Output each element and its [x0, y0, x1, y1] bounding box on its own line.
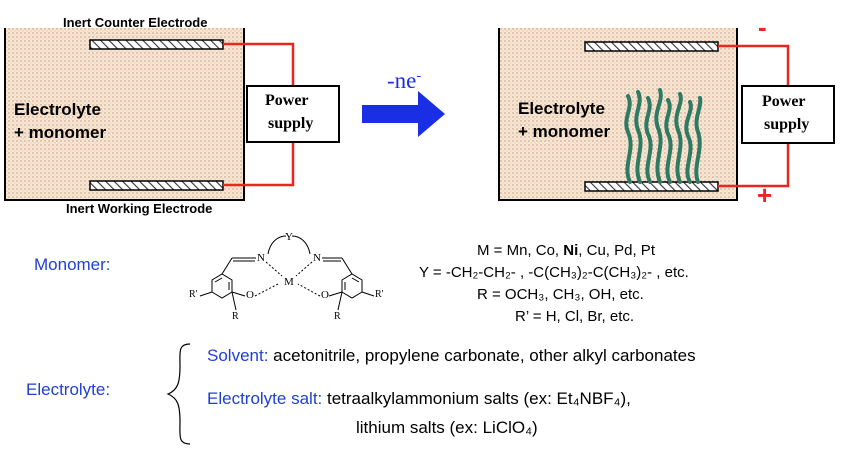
working-electrode-label: Inert Working Electrode	[66, 201, 213, 216]
right-solution-line1: Electrolyte	[518, 99, 605, 118]
m-definition: M = Mn, Co, Ni, Cu, Pd, Pt	[477, 242, 655, 259]
left-cell	[4, 28, 340, 201]
arrow-label: -ne-	[387, 68, 421, 94]
r-prime-right-label: R'	[375, 289, 384, 300]
monomer-heading: Monomer:	[34, 255, 111, 274]
salt-line: Electrolyte salt: tetraalkylammonium sal…	[207, 389, 631, 409]
right-cell	[498, 28, 835, 201]
r-definition: R = OCH₃, CH₃, OH, etc.	[477, 286, 644, 303]
m-definition-bold: Ni	[563, 242, 579, 259]
left-counter-electrode	[89, 39, 224, 50]
arrow-label-text: -ne	[387, 68, 417, 93]
right-wire-top	[718, 44, 790, 86]
solvent-label: Solvent:	[207, 346, 269, 365]
polymer-film	[624, 88, 703, 184]
rprime-definition: R’ = H, Cl, Br, etc.	[515, 308, 635, 325]
bridge-y-label: Y	[285, 231, 293, 243]
right-power-line2: supply	[764, 116, 810, 133]
plus-sign: +	[757, 180, 773, 210]
reaction-arrow	[362, 91, 445, 137]
nitrogen-right-label: N	[313, 252, 321, 264]
left-power-supply	[246, 85, 340, 143]
y-definition: Y = -CH₂-CH₂- , -C(CH₃)₂-C(CH₃)₂- , etc.	[419, 264, 689, 281]
left-power-line1: Power	[265, 92, 309, 109]
right-power-supply	[741, 85, 835, 144]
salt-line2: lithium salts (ex: LiClO₄)	[356, 418, 538, 437]
r-prime-left-label: R'	[189, 289, 198, 300]
left-solution	[5, 28, 244, 200]
right-counter-electrode	[584, 41, 719, 52]
solvent-line: Solvent: acetonitrile, propylene carbona…	[207, 346, 696, 366]
left-wire-top	[223, 42, 295, 86]
electrolyte-heading: Electrolyte:	[26, 380, 111, 399]
right-solution-line2: + monomer	[518, 122, 611, 141]
counter-electrode-label: Inert Counter Electrode	[63, 15, 208, 30]
left-wire-bottom	[223, 142, 295, 187]
m-definition-a: M = Mn, Co,	[477, 242, 564, 259]
oxygen-left-label: O	[246, 289, 254, 301]
solvent-value: acetonitrile, propylene carbonate, other…	[268, 346, 696, 365]
left-working-electrode	[89, 180, 224, 191]
right-power-line1: Power	[762, 93, 806, 110]
m-definition-b: , Cu, Pd, Pt	[578, 242, 655, 259]
left-beaker	[4, 28, 245, 201]
monomer-structure	[199, 235, 375, 311]
r-left-label: R	[232, 311, 239, 322]
salt-value-line1: tetraalkylammonium salts (ex: Et₄NBF₄),	[322, 389, 631, 408]
left-power-line2: supply	[268, 115, 314, 132]
arrow-label-sup: -	[416, 68, 422, 84]
left-solution-line1: Electrolyte	[14, 100, 101, 119]
r-right-label: R	[334, 311, 341, 322]
arrow-shape	[362, 91, 445, 137]
minus-sign: -	[758, 12, 767, 42]
metal-label: M	[284, 276, 294, 288]
oxygen-right-label: O	[321, 289, 329, 301]
salt-label: Electrolyte salt:	[207, 389, 323, 408]
nitrogen-left-label: N	[257, 252, 265, 264]
right-wire-bottom	[718, 143, 790, 188]
left-solution-line2: + monomer	[14, 123, 107, 142]
right-beaker	[498, 28, 738, 201]
